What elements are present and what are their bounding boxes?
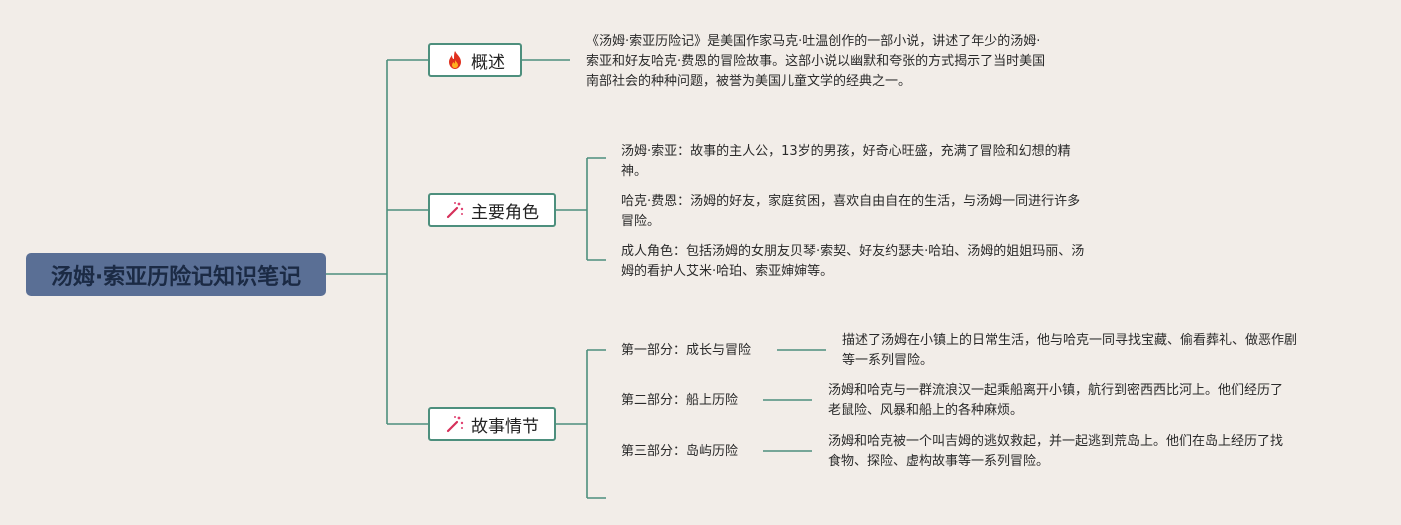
branch-plot[interactable]: 故事情节 bbox=[428, 407, 556, 441]
plot-part-3-title[interactable]: 第三部分：岛屿历险 bbox=[621, 444, 739, 459]
branch-characters[interactable]: 主要角色 bbox=[428, 193, 556, 227]
plot-part-1-title[interactable]: 第一部分：成长与冒险 bbox=[621, 343, 752, 358]
root-title: 汤姆·索亚历险记知识笔记 bbox=[50, 264, 302, 290]
overview-text: 《汤姆·索亚历险记》是美国作家马克·吐温创作的一部小说，讲述了年少的汤姆· 索亚… bbox=[586, 34, 1046, 89]
plot-part-2-title[interactable]: 第二部分：船上历险 bbox=[621, 393, 739, 408]
branch-overview[interactable]: 概述 bbox=[428, 43, 522, 77]
branch-overview-label: 概述 bbox=[471, 52, 505, 73]
plot-part-2-text: 汤姆和哈克与一群流浪汉一起乘船离开小镇，航行到密西西比河上。他们经历了 老鼠险、… bbox=[828, 383, 1284, 418]
character-item-3: 成人角色：包括汤姆的女朋友贝琴·索契、好友约瑟夫·哈珀、汤姆的姐姐玛丽、汤 姆的… bbox=[621, 244, 1085, 279]
fire-icon bbox=[445, 50, 465, 70]
character-item-1: 汤姆·索亚：故事的主人公，13岁的男孩，好奇心旺盛，充满了冒险和幻想的精 神。 bbox=[621, 144, 1071, 179]
branch-plot-label: 故事情节 bbox=[471, 416, 539, 437]
branch-characters-label: 主要角色 bbox=[471, 202, 539, 223]
magic-wand-icon bbox=[445, 200, 465, 220]
character-item-2: 哈克·费恩：汤姆的好友，家庭贫困，喜欢自由自在的生活，与汤姆一同进行许多 冒险。 bbox=[621, 194, 1081, 229]
magic-wand-icon bbox=[445, 414, 465, 434]
plot-part-1-text: 描述了汤姆在小镇上的日常生活，他与哈克一同寻找宝藏、偷看葬礼、做恶作剧 等一系列… bbox=[842, 333, 1298, 368]
root-node[interactable]: 汤姆·索亚历险记知识笔记 bbox=[26, 253, 326, 296]
plot-part-3-text: 汤姆和哈克被一个叫吉姆的逃奴救起，并一起逃到荒岛上。他们在岛上经历了找 食物、探… bbox=[828, 434, 1284, 469]
